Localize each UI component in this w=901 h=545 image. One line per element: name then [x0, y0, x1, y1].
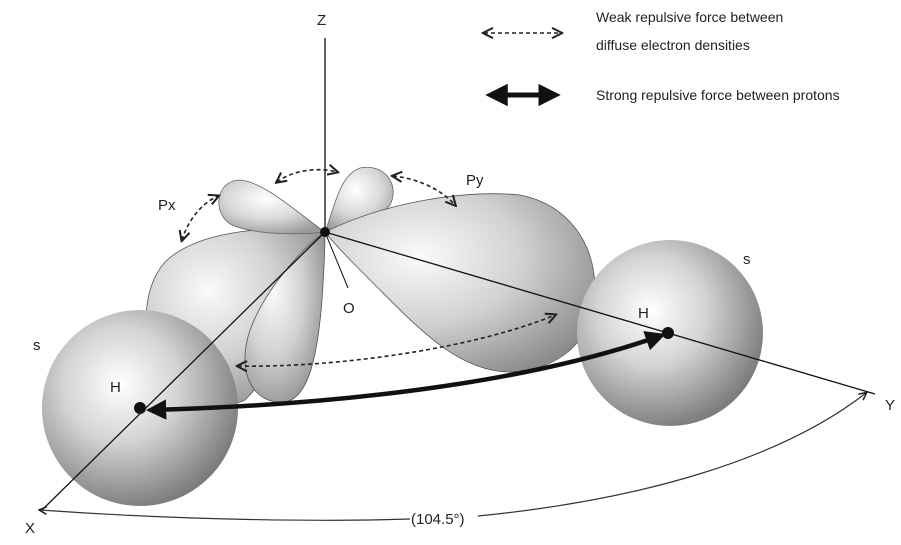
weak-arrow-px-lobes	[182, 196, 218, 240]
hydrogen-nucleus-right	[662, 327, 674, 339]
angle-label: (104.5°)	[411, 511, 465, 528]
legend-strong-text: Strong repulsive force between protons	[596, 87, 840, 103]
py-lobe-right-large	[325, 194, 595, 372]
x-axis-label: X	[25, 520, 35, 537]
hydrogen-right-label: H	[638, 305, 649, 322]
y-axis-label: Y	[885, 397, 895, 414]
oxygen-label: O	[343, 300, 355, 317]
s-left-label: s	[33, 337, 41, 354]
weak-arrow-top	[277, 170, 337, 182]
legend-weak-text-line1: Weak repulsive force between	[596, 9, 783, 25]
angle-arc-left	[40, 510, 410, 520]
legend-weak-text-line2: diffuse electron densities	[596, 37, 750, 53]
z-axis-label: Z	[317, 12, 326, 29]
px-label: Px	[158, 197, 176, 214]
hydrogen-nucleus-left	[134, 402, 146, 414]
s-right-label: s	[743, 251, 751, 268]
oxygen-nucleus	[320, 227, 330, 237]
py-label: Py	[466, 172, 484, 189]
px-lobe-small	[219, 180, 325, 234]
legend: Weak repulsive force between diffuse ele…	[484, 9, 840, 103]
hydrogen-left-label: H	[110, 379, 121, 396]
